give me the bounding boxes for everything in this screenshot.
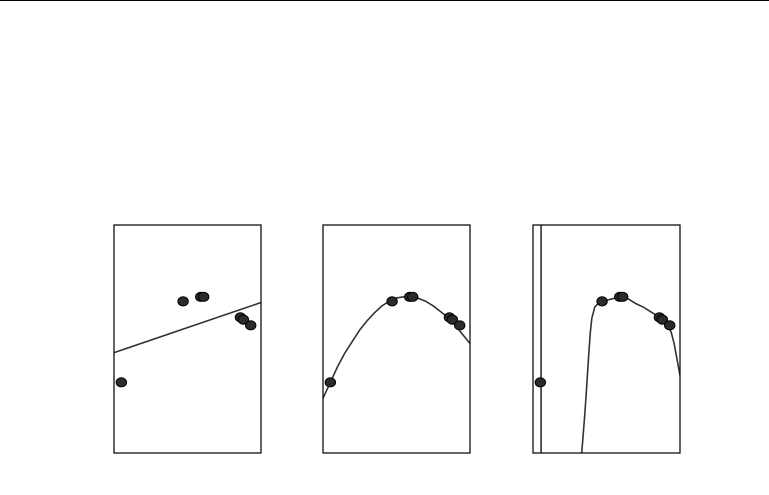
data-point — [454, 320, 466, 331]
data-point — [406, 291, 419, 302]
chart-panel-3 — [532, 224, 681, 454]
chart-panel-1 — [113, 224, 262, 454]
data-point — [656, 314, 669, 325]
plot-area — [114, 291, 261, 388]
data-point — [386, 296, 398, 307]
data-point — [616, 291, 629, 302]
data-point — [446, 314, 459, 325]
data-point — [664, 320, 676, 331]
data-point — [115, 377, 128, 388]
data-point — [177, 296, 189, 307]
plot-area — [534, 225, 680, 453]
panel-frame — [322, 224, 471, 454]
chart-panel-2 — [322, 224, 471, 454]
panel-frame — [113, 224, 262, 454]
fit-curve — [323, 296, 470, 399]
data-point — [237, 314, 250, 325]
plot-area — [323, 291, 470, 399]
data-point — [324, 377, 337, 388]
data-point — [596, 296, 608, 307]
data-point — [197, 291, 210, 302]
fit-line — [114, 301, 261, 354]
data-point — [245, 320, 257, 331]
panel-frame — [532, 224, 681, 454]
top-rule — [0, 0, 769, 1]
data-point — [534, 377, 547, 388]
